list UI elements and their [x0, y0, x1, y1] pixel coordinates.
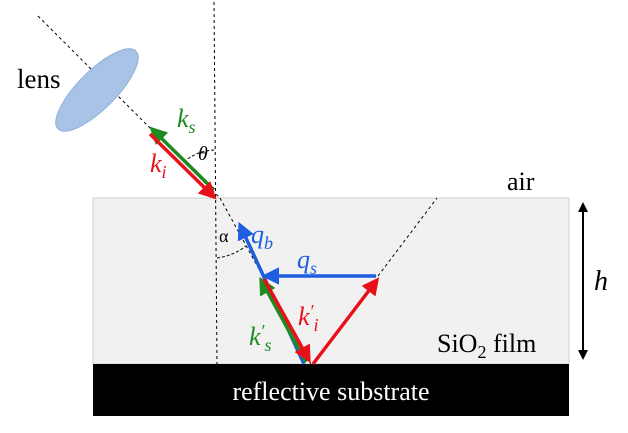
kps-label: k′s	[249, 321, 272, 355]
film-label: SiO2 film	[437, 329, 536, 362]
substrate-label: reflective substrate	[232, 377, 429, 406]
sio2-film-layer	[92, 197, 570, 365]
qs-label: qs	[297, 245, 317, 278]
ks-label: ks	[177, 104, 196, 137]
reflective-substrate	[93, 364, 569, 416]
lens-shape	[55, 48, 139, 132]
exit-ray-dashed-line	[377, 197, 438, 277]
incident-ray-dashed-line	[37, 15, 221, 199]
ks-vector-arrow	[149, 126, 216, 192]
theta-label: θ	[198, 143, 208, 165]
alpha-label: α	[219, 226, 229, 246]
lens-label: lens	[17, 64, 61, 94]
air-label: air	[507, 167, 535, 196]
ki-label: ki	[150, 149, 167, 182]
kpi-refracted-vector-arrow	[262, 278, 311, 364]
qb-label: qb	[251, 220, 273, 253]
ki-vector-arrow	[148, 132, 217, 200]
height-label: h	[594, 266, 608, 297]
kpi-label: k′i	[298, 301, 319, 335]
kpi-reflected-vector-arrow	[311, 277, 380, 366]
alpha-angle-arc	[216, 245, 247, 259]
